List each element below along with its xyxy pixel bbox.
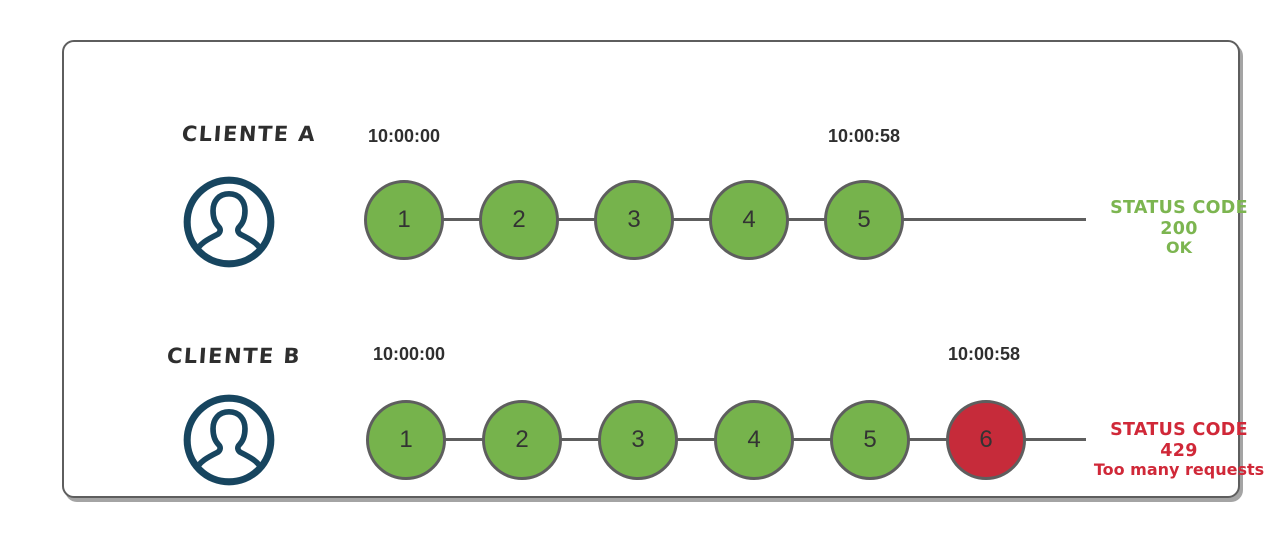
diagram-card: CLIENTE A 10:00:00 10:00:58 1 2 3 4 5 ST…	[62, 40, 1264, 498]
request-circle: 5	[830, 400, 910, 480]
client-a-label: CLIENTE A	[181, 122, 317, 146]
status-code-line: STATUS CODE 200	[1110, 198, 1248, 239]
request-circle: 4	[714, 400, 794, 480]
request-circle: 2	[482, 400, 562, 480]
status-code-line: STATUS CODE 429	[1110, 420, 1248, 461]
request-circle: 5	[824, 180, 904, 260]
client-b-status-text: STATUS CODE 429 Too many requests	[1089, 420, 1269, 480]
client-a-status-text: STATUS CODE 200 OK	[1089, 198, 1269, 258]
client-b-user-icon	[183, 394, 275, 486]
client-b-start-timestamp: 10:00:00	[372, 344, 446, 364]
client-b-label: CLIENTE B	[166, 344, 302, 368]
request-circle: 3	[594, 180, 674, 260]
client-b-end-timestamp: 10:00:58	[947, 344, 1021, 364]
request-circle: 2	[479, 180, 559, 260]
request-circle: 3	[598, 400, 678, 480]
status-message-line: Too many requests	[1093, 460, 1265, 480]
client-a-user-icon	[183, 176, 275, 268]
client-a-start-timestamp: 10:00:00	[367, 126, 441, 146]
request-circle: 1	[366, 400, 446, 480]
request-circle-blocked: 6	[946, 400, 1026, 480]
status-message-line: OK	[1166, 238, 1192, 258]
request-circle: 4	[709, 180, 789, 260]
request-circle: 1	[364, 180, 444, 260]
client-a-end-timestamp: 10:00:58	[827, 126, 901, 146]
